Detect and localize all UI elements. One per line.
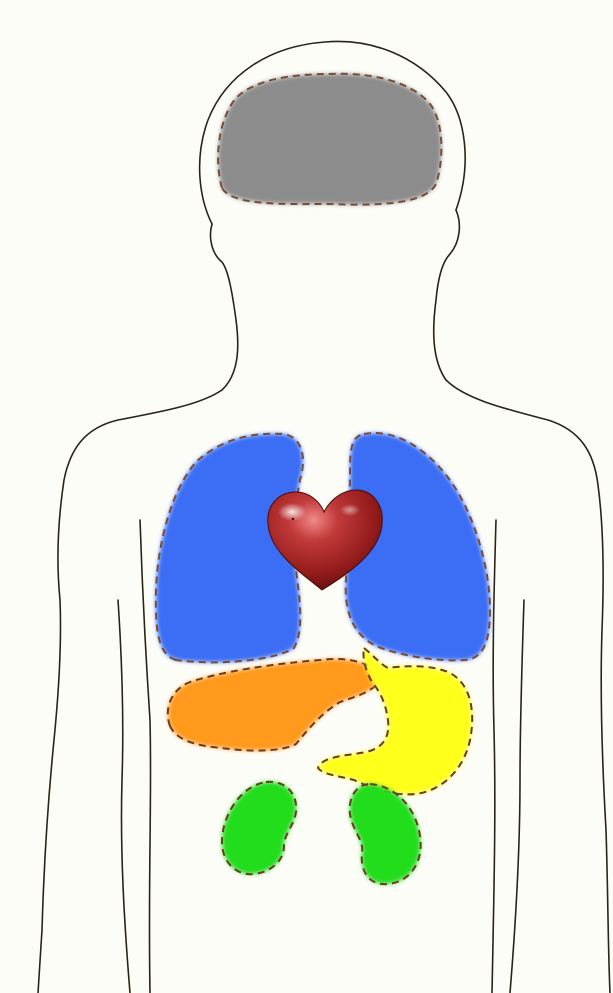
liver-shape [168,659,382,751]
left-kidney [222,782,296,874]
liver [168,659,382,751]
brain-shape [218,74,441,205]
right-torso-line [492,520,496,993]
heart-highlight [278,503,306,521]
left-kidney-shape [222,782,296,874]
right-kidney [350,784,421,884]
left-torso-line [140,520,151,993]
heart-highlight-right [340,504,360,516]
right-inner-arm-line [510,600,524,993]
heart-dot [292,518,294,520]
left-inner-arm-line [118,600,130,993]
brain [218,74,441,205]
right-kidney-shape [350,784,421,884]
